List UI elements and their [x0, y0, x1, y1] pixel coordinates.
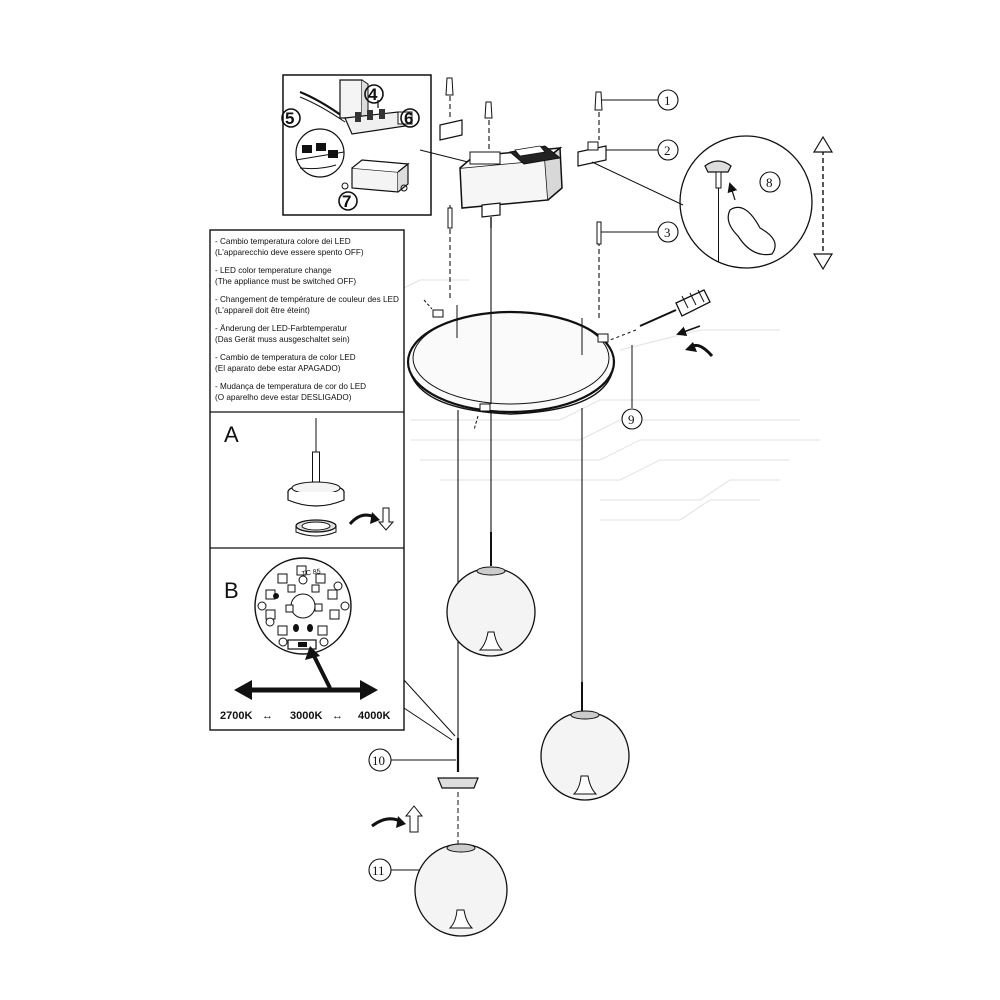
kelvin-3000: 3000K: [290, 710, 322, 722]
panel-a-letter: A: [224, 422, 239, 447]
callout-9-label: 9: [628, 412, 635, 427]
panel-b-leader-1: [403, 679, 456, 737]
suspension-cables: [457, 408, 583, 738]
kelvin-4000: 4000K: [358, 710, 390, 722]
callout-7-label: 7: [342, 192, 351, 211]
inset-leader: [419, 149, 469, 163]
globe-upper: [446, 532, 536, 657]
globe-right: [540, 682, 630, 801]
up-down-arrow: [812, 135, 834, 271]
instruction-pt-note: (O aparelho deve estar DESLIGADO): [215, 393, 352, 402]
callout-8-label: 8: [766, 175, 773, 190]
ceiling-hardware: [439, 77, 607, 320]
callout-10-label: 10: [372, 753, 385, 768]
instruction-pt-title: - Mudança de temperatura de cor do LED: [215, 382, 366, 391]
globe-lower: [371, 738, 508, 937]
instruction-en-title: - LED color temperature change: [215, 266, 332, 275]
callout-10: 10: [368, 748, 456, 772]
panel-b-letter: B: [224, 578, 239, 603]
instruction-de-title: - Änderung der LED-Farbtemperatur: [215, 323, 347, 333]
instruction-it-title: - Cambio temperatura colore dei LED: [215, 237, 351, 246]
panel-a-illustration: [287, 418, 395, 537]
instruction-texts: - Cambio temperatura colore dei LED (L'a…: [215, 237, 399, 402]
led-board: [254, 557, 352, 655]
instruction-es-note: (El aparato debe estar APAGADO): [215, 364, 341, 373]
panel-b-leader-2: [403, 707, 453, 741]
callout-5-ring: [281, 108, 301, 128]
background-lines: [379, 279, 820, 521]
instruction-es-title: - Cambio de temperatura de color LED: [215, 353, 356, 362]
callout-6-ring: [400, 108, 420, 128]
kelvin-2700: 2700K: [220, 710, 252, 722]
instruction-it-note: (L'apparecchio deve essere spento OFF): [215, 248, 364, 257]
callout-3-label: 3: [664, 225, 671, 240]
selector-arrows: [234, 646, 378, 700]
callout-9: 9: [621, 408, 643, 430]
callout-11-label: 11: [372, 863, 385, 878]
cable-adjust-detail: [591, 135, 813, 269]
kelvin-row: 2700K ↔ 3000K ↔ 4000K: [220, 710, 390, 722]
callout-3: 3: [601, 221, 679, 243]
callout-1: 1: [602, 89, 679, 111]
instruction-en-note: (The appliance must be switched OFF): [215, 277, 356, 286]
callout-5-label: 5: [285, 109, 294, 128]
callout-6-label: 6: [404, 109, 413, 128]
callout-1-label: 1: [664, 93, 671, 108]
callout-8: 8: [759, 171, 781, 193]
kelvin-arrow-1: ↔: [262, 710, 273, 722]
ceiling-ring: [406, 299, 616, 431]
instruction-fr-note: (L'appareil doit être éteint): [215, 306, 310, 315]
led-board-label: TC 85: [301, 568, 321, 578]
terminal-detail-inset: [282, 74, 432, 216]
instruction-fr-title: - Changement de température de couleur d…: [215, 295, 399, 304]
callout-2-label: 2: [664, 143, 671, 158]
callout-2: 2: [606, 139, 679, 161]
callout-11: 11: [368, 858, 420, 882]
callout-4-label: 4: [368, 85, 378, 104]
instruction-de-note: (Das Gerät muss ausgeschaltet sein): [215, 335, 350, 344]
screwdriver: [609, 289, 714, 408]
callout-7-ring: [338, 191, 358, 211]
kelvin-arrow-2: ↔: [332, 710, 343, 722]
callout-4-ring: [364, 84, 384, 104]
